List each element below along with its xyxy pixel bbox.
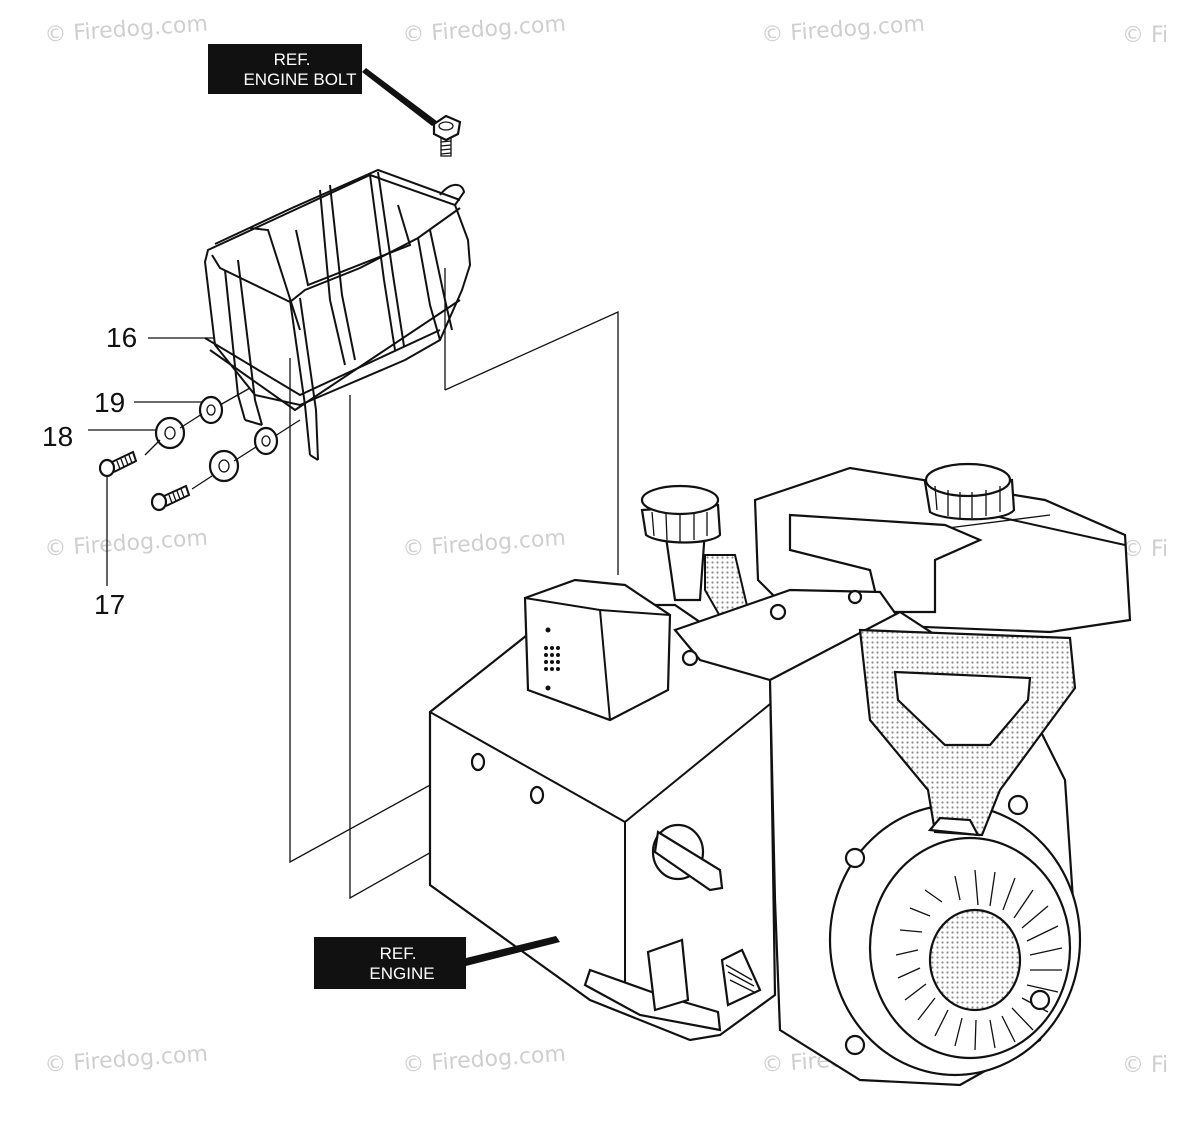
- callout-number-19: 19: [94, 387, 125, 418]
- screw-17: [98, 450, 138, 478]
- lock-washer-19b: [253, 426, 279, 456]
- wire-basket-guard: [203, 168, 472, 461]
- flat-washer-18: [154, 416, 186, 450]
- engine-bolt: [432, 114, 462, 157]
- callout-number-16: 16: [106, 322, 137, 353]
- watermark: © Firedog.com: [402, 12, 567, 48]
- screw-17b: [150, 484, 191, 512]
- oil-fill-cap: [640, 484, 722, 602]
- engine: [428, 462, 1132, 1087]
- starter-handle: [858, 628, 1077, 837]
- leader-arrow: [362, 68, 438, 126]
- callout-number-18: 18: [42, 421, 73, 452]
- watermark: © Fi: [1122, 537, 1168, 562]
- leader-arrow: [466, 936, 560, 966]
- ref-engine-line1: REF.: [380, 944, 417, 963]
- ref-engine-bolt-label: REF. ENGINE BOLT: [208, 44, 438, 126]
- ref-engine-line2: ENGINE: [369, 964, 434, 983]
- watermark: © Firedog.com: [402, 526, 567, 562]
- watermark: © Firedog.com: [44, 1042, 209, 1078]
- watermark: © Firedog.com: [44, 12, 209, 48]
- ref-engine-label: REF. ENGINE: [314, 936, 560, 989]
- watermark: © Firedog.com: [44, 526, 209, 562]
- fuel-shutoff: [646, 938, 762, 1012]
- lock-washer-19: [198, 395, 224, 425]
- watermark: © Firedog.com: [761, 12, 926, 48]
- choke-knob: [651, 823, 724, 892]
- flat-washer-18b: [208, 449, 240, 483]
- callout-17: 17: [94, 472, 125, 620]
- watermark: © Firedog.com: [402, 1042, 567, 1078]
- ref-bolt-line1: REF.: [274, 50, 311, 69]
- air-cleaner: [523, 578, 672, 722]
- callout-16: 16: [106, 322, 215, 353]
- callout-19: 19: [94, 387, 205, 418]
- watermark: © Fi: [1122, 1053, 1168, 1078]
- watermark-layer: © Firedog.com © Firedog.com © Firedog.co…: [44, 12, 1168, 1078]
- callout-18: 18: [42, 421, 158, 452]
- ref-bolt-line2: ENGINE BOLT: [243, 70, 356, 89]
- hardware-set: [98, 387, 301, 512]
- fuel-cap: [923, 462, 1016, 521]
- callout-number-17: 17: [94, 589, 125, 620]
- watermark: © Fi: [1122, 23, 1168, 48]
